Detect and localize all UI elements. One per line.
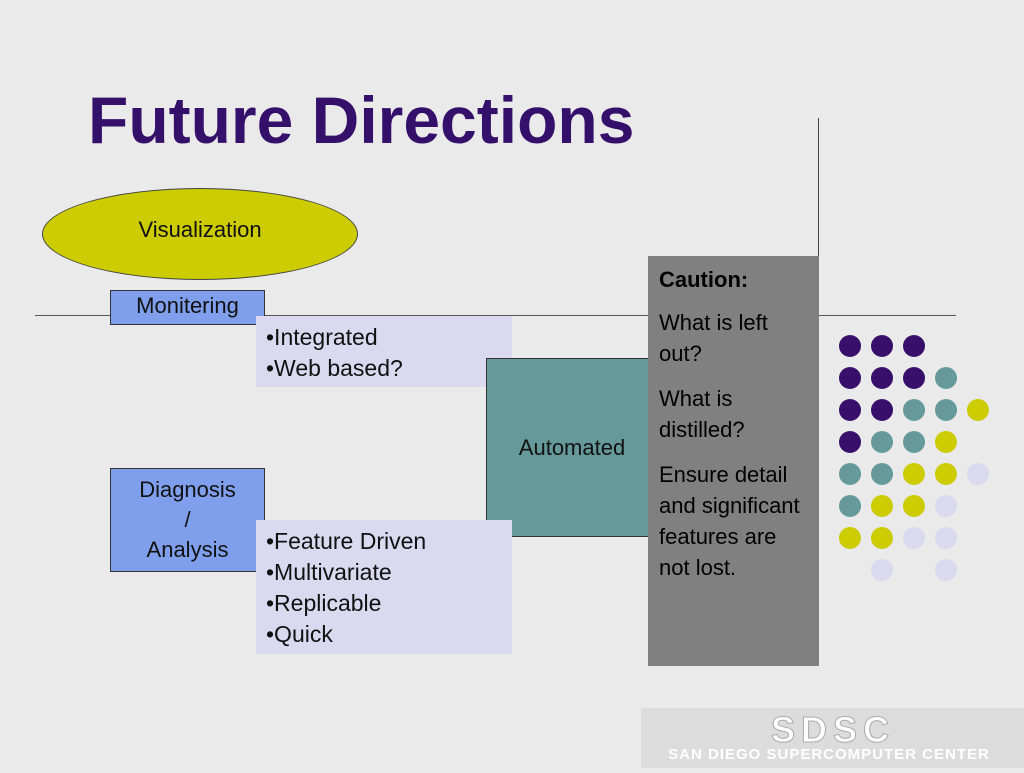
visualization-ellipse: Visualization (42, 188, 358, 280)
sdsc-logo-mark: SDSC SAN DIEGO SUPERCOMPUTER CENTER (668, 709, 990, 764)
decor-dot (935, 559, 957, 581)
caution-panel: Caution: What is left out? What is disti… (648, 256, 819, 666)
decor-dot (903, 495, 925, 517)
decor-dot (935, 527, 957, 549)
list-item: •Quick (266, 621, 333, 647)
decor-dot (903, 463, 925, 485)
decor-dot (871, 559, 893, 581)
automated-box: Automated (486, 358, 658, 537)
decor-dot (903, 367, 925, 389)
decor-dot (839, 367, 861, 389)
diagnosis-label: Diagnosis (139, 477, 236, 502)
caution-heading: Caution: (659, 267, 749, 292)
diagnosis-label: / (184, 507, 191, 532)
list-item: •Web based? (266, 355, 403, 381)
logo-mark-text: SDSC (771, 709, 895, 750)
decor-dot (935, 367, 957, 389)
decor-dot (967, 399, 989, 421)
monitoring-box: Monitering (110, 290, 265, 325)
decor-dot (935, 495, 957, 517)
caution-line: Ensure detail and significant features a… (659, 462, 800, 580)
visualization-label: Visualization (138, 217, 262, 242)
decor-dot (871, 463, 893, 485)
decor-dot (871, 367, 893, 389)
page-title: Future Directions (88, 83, 635, 157)
decor-dot (871, 431, 893, 453)
list-item: •Multivariate (266, 559, 392, 585)
decor-dot (903, 399, 925, 421)
list-item: •Replicable (266, 590, 382, 616)
decor-dot (903, 527, 925, 549)
decor-dot (903, 431, 925, 453)
decor-dot (871, 495, 893, 517)
decor-dot (903, 335, 925, 357)
decor-dot (935, 399, 957, 421)
decor-dot (967, 463, 989, 485)
decor-dot (839, 527, 861, 549)
caution-line: What is left out? (659, 310, 768, 366)
monitoring-points: •Integrated •Web based? (256, 316, 512, 387)
decor-dot (839, 495, 861, 517)
decor-dot (871, 527, 893, 549)
decor-dot (935, 431, 957, 453)
diagnosis-box: Diagnosis / Analysis (110, 468, 265, 572)
decor-dot (871, 335, 893, 357)
monitoring-label: Monitering (136, 293, 239, 318)
diagnosis-label: Analysis (146, 537, 229, 562)
diagnosis-points: •Feature Driven •Multivariate •Replicabl… (256, 520, 512, 654)
list-item: •Feature Driven (266, 528, 427, 554)
decor-dot (871, 399, 893, 421)
decor-dot (839, 431, 861, 453)
decor-dot (839, 335, 861, 357)
decorative-dot-grid (839, 335, 989, 581)
decor-dot (935, 463, 957, 485)
horizontal-divider (35, 315, 956, 316)
logo-subtitle: SAN DIEGO SUPERCOMPUTER CENTER (668, 746, 990, 763)
list-item: •Integrated (266, 324, 378, 350)
decor-dot (839, 463, 861, 485)
decor-dot (839, 399, 861, 421)
automated-label: Automated (518, 434, 626, 460)
sdsc-logo: SDSC SAN DIEGO SUPERCOMPUTER CENTER (641, 708, 1024, 768)
caution-line: What is distilled? (659, 386, 745, 442)
